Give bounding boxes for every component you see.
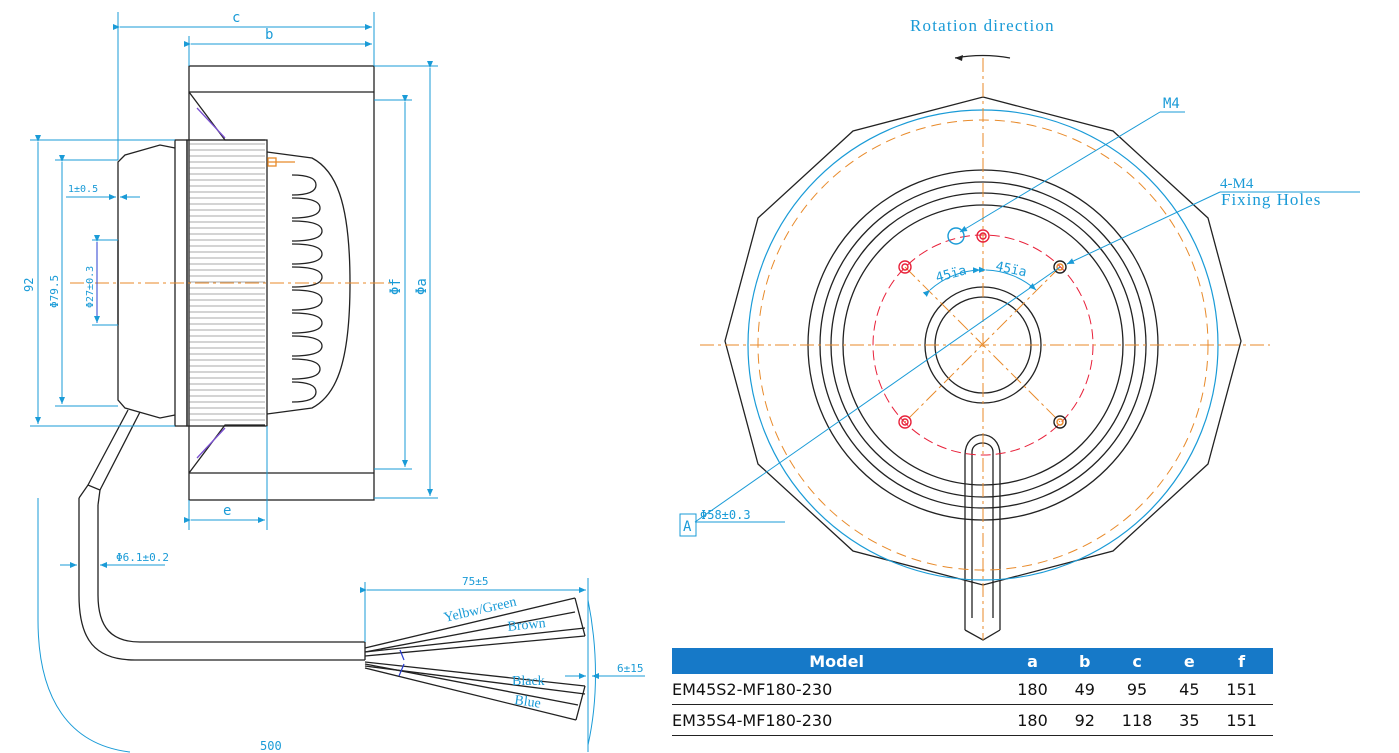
table-row: EM45S2-MF180-230 180 49 95 45 151 [672,674,1273,705]
dim-92-label: 92 [22,278,36,292]
table-cell: 49 [1063,674,1106,705]
dim-e-label: e [223,503,231,519]
angle-label-right: 45ïa [994,259,1028,280]
table-cell: 45 [1168,674,1211,705]
front-leaders [679,111,1360,537]
table-row: EM35S4-MF180-230 180 92 118 35 151 [672,704,1273,736]
table-header: c [1105,648,1169,674]
dim-75-label: 75±5 [462,575,489,588]
datum-dim-label: Φ58±0.3 [700,508,751,522]
table-header: Model [672,648,1002,674]
dim-phi-f-label: Φf [388,278,404,295]
table-header-row: Model a b c e f [672,648,1273,674]
table-cell: 118 [1105,704,1169,736]
fixing-holes [898,227,1067,429]
table-cell: 180 [1001,674,1064,705]
cable-dimensions [37,498,645,753]
rotation-arrow [954,54,1011,59]
front-centerlines [700,58,1270,640]
table-cell-model: EM35S4-MF180-230 [672,704,1002,736]
rotation-label: Rotation direction [910,16,1055,35]
dim-1-label: 1±0.5 [68,184,98,195]
table-header: a [1001,648,1064,674]
datum-letter: A [683,519,692,535]
m4-label: M4 [1163,96,1180,112]
angle-label-left: 45ïa [934,263,968,286]
dim-c-label: c [232,10,240,26]
table-cell-model: EM45S2-MF180-230 [672,674,1002,705]
dim-6-label: 6±15 [617,662,644,675]
spec-table: Model a b c e f EM45S2-MF180-230 180 49 … [672,648,1273,736]
hub-hatching [189,143,265,421]
table-header: e [1168,648,1211,674]
table-cell: 151 [1210,704,1273,736]
dim-phi-a-label: Φa [414,278,430,295]
table-cell: 151 [1210,674,1273,705]
table-cell: 95 [1105,674,1169,705]
wire-brown-label: Brown [507,616,546,635]
wire-black-label: Black [512,674,545,689]
holes-qty-label: 4-M4 [1220,176,1254,192]
holes-label: Fixing Holes [1221,190,1321,209]
dim-500-label: 500 [260,739,282,753]
table-cell: 35 [1168,704,1211,736]
cable-marks [398,649,405,677]
dim-79-label: Φ79.5 [48,275,61,308]
dim-cable-label: Φ6.1±0.2 [116,551,169,564]
table-header: f [1210,648,1273,674]
wire-blue-label: Blue [513,693,541,712]
side-dimensions [30,12,438,530]
table-cell: 92 [1063,704,1106,736]
dim-b-label: b [265,27,273,43]
table-header: b [1063,648,1106,674]
table-cell: 180 [1001,704,1064,736]
dim-27-label: Φ27±0.3 [85,266,96,308]
